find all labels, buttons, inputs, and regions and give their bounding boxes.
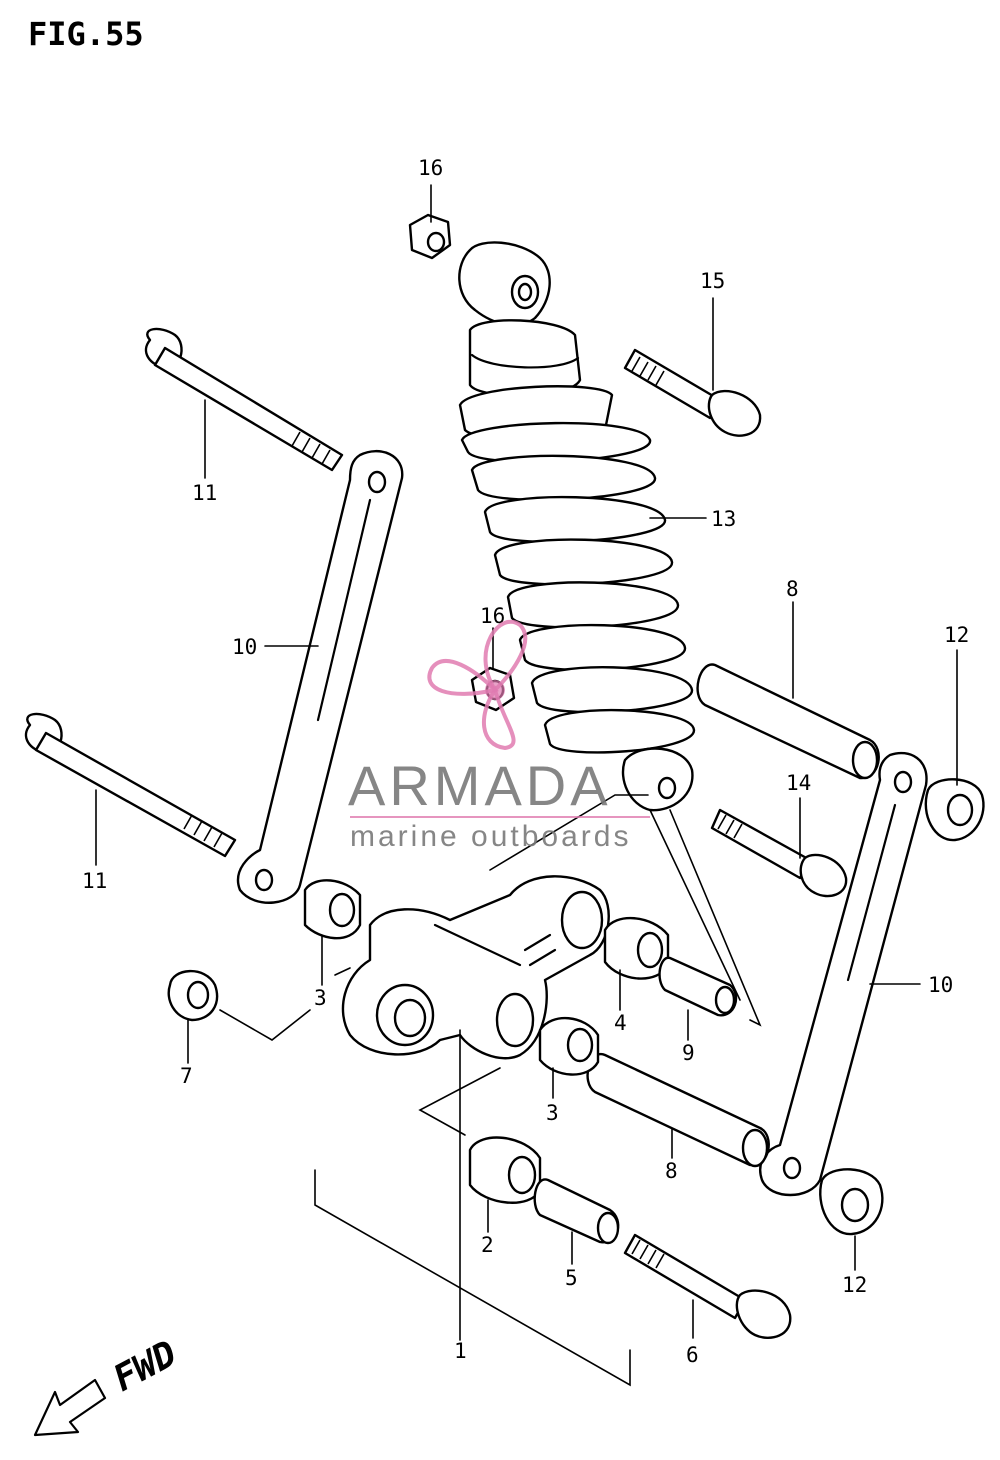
nut-12-top bbox=[924, 778, 985, 842]
callout-11-bottom: 11 bbox=[82, 869, 107, 893]
nut-16-top bbox=[408, 213, 452, 260]
forward-direction-indicator: FWD bbox=[33, 1333, 184, 1437]
bushing-2 bbox=[468, 1136, 542, 1204]
forward-arrow-icon bbox=[33, 1378, 107, 1437]
rear-shock-absorber bbox=[458, 241, 696, 812]
callout-8-bottom: 8 bbox=[665, 1159, 678, 1183]
bushing-3-lower bbox=[538, 1016, 600, 1076]
callout-2: 2 bbox=[481, 1233, 494, 1257]
nut-12-bottom bbox=[819, 1168, 884, 1236]
bushing-4 bbox=[603, 917, 670, 980]
assembly-lines bbox=[219, 794, 762, 1387]
callout-3-upper: 3 bbox=[314, 986, 327, 1010]
callout-13: 13 bbox=[711, 507, 736, 531]
callout-10-left: 10 bbox=[232, 635, 257, 659]
callout-16-top: 16 bbox=[418, 156, 443, 180]
callout-15: 15 bbox=[700, 269, 725, 293]
callout-8-top: 8 bbox=[786, 577, 799, 601]
watermark: ARMADA marine outboards bbox=[348, 619, 650, 853]
callout-7: 7 bbox=[180, 1064, 193, 1088]
spacer-8-top bbox=[696, 663, 880, 780]
spacer-5 bbox=[533, 1178, 620, 1245]
bolt-6 bbox=[623, 1233, 792, 1339]
callout-3-lower: 3 bbox=[546, 1101, 559, 1125]
fwd-label: FWD bbox=[107, 1333, 184, 1400]
link-rod-10-left bbox=[236, 450, 404, 904]
bolt-14 bbox=[710, 808, 848, 898]
bolt-15 bbox=[623, 348, 762, 437]
callout-6: 6 bbox=[686, 1343, 699, 1367]
nut-7 bbox=[167, 969, 219, 1022]
figure-title: FIG.55 bbox=[28, 15, 144, 53]
callout-12-bottom: 12 bbox=[842, 1273, 867, 1297]
callout-4: 4 bbox=[614, 1011, 627, 1035]
bushing-3-upper bbox=[303, 879, 362, 940]
cushion-lever-1 bbox=[341, 875, 610, 1060]
callout-10-right: 10 bbox=[928, 973, 953, 997]
callout-9: 9 bbox=[682, 1041, 695, 1065]
spacer-8-bottom bbox=[586, 1052, 770, 1168]
leader-lines bbox=[95, 184, 958, 1341]
callout-1: 1 bbox=[454, 1339, 467, 1363]
callout-12-top: 12 bbox=[944, 623, 969, 647]
bolt-11-top bbox=[144, 327, 344, 472]
callout-labels: 16 15 11 13 10 16 8 12 14 11 3 4 9 10 7 … bbox=[82, 156, 969, 1367]
watermark-tagline: marine outboards bbox=[350, 820, 631, 853]
callout-11-top: 11 bbox=[192, 481, 217, 505]
spacer-9 bbox=[658, 956, 738, 1017]
link-rod-10-right bbox=[759, 751, 928, 1197]
propeller-logo-icon bbox=[427, 619, 528, 751]
bolt-11-bottom bbox=[24, 712, 237, 858]
watermark-brand: ARMADA bbox=[348, 754, 612, 817]
callout-5: 5 bbox=[565, 1266, 578, 1290]
callout-14: 14 bbox=[786, 771, 811, 795]
